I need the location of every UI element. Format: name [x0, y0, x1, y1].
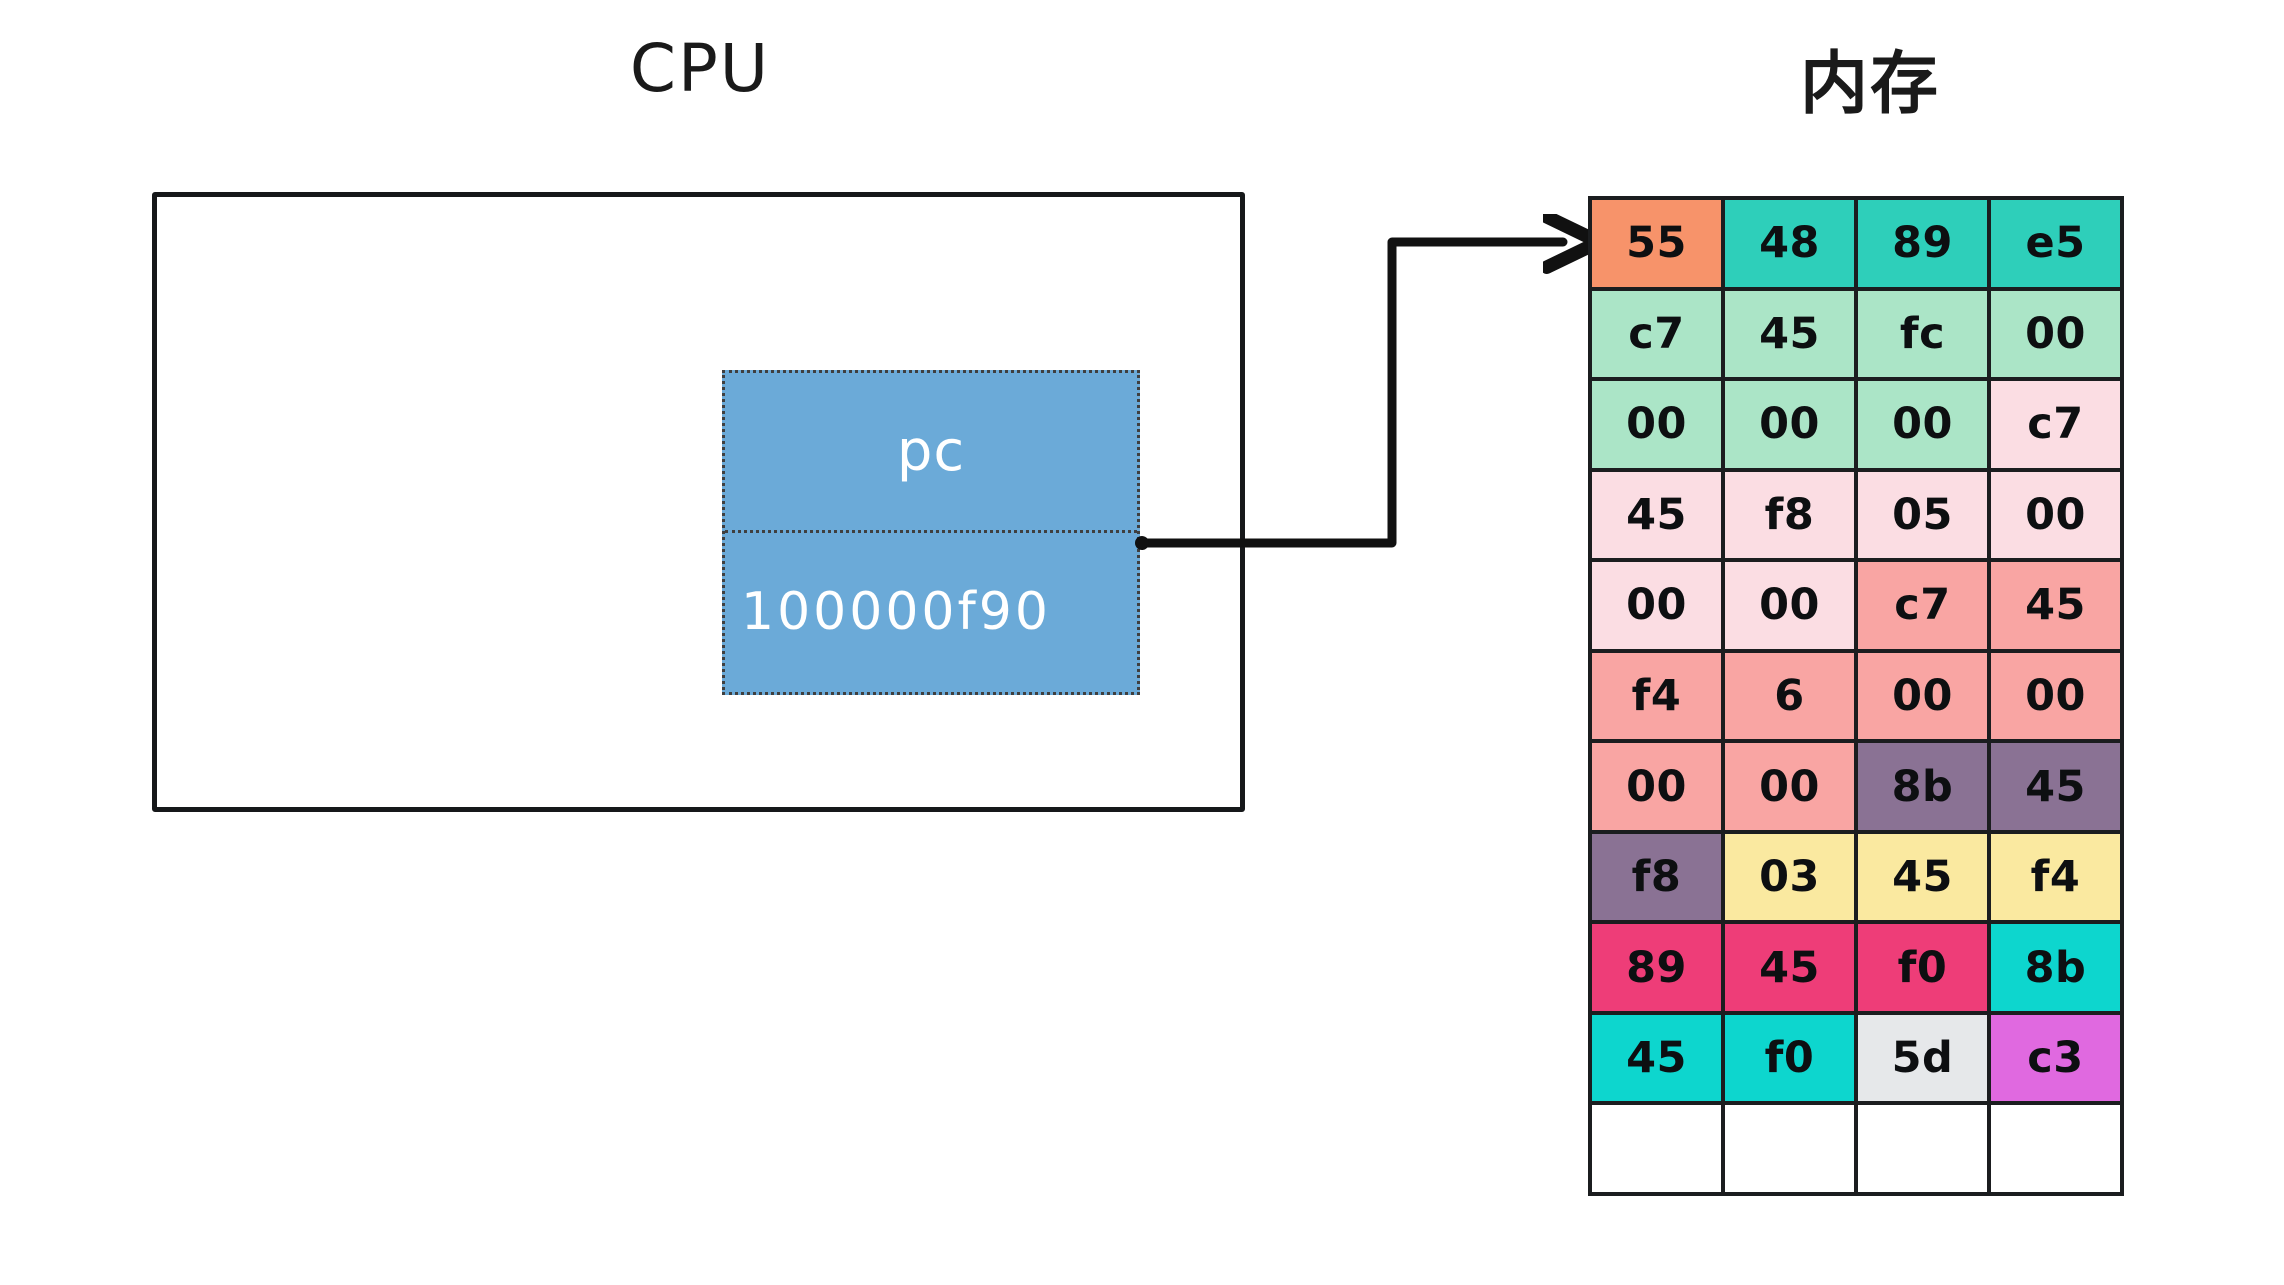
pc-to-memory-arrow-icon [1135, 210, 1620, 550]
memory-cell: 45 [1858, 833, 1991, 925]
memory-cell: 00 [1592, 743, 1725, 834]
memory-cell: 00 [1991, 471, 2124, 563]
memory-cell: 5d [1858, 1014, 1991, 1106]
memory-cell [1991, 1105, 2124, 1196]
memory-cell: 45 [1725, 924, 1858, 1015]
memory-cell: 45 [1991, 562, 2124, 653]
memory-cell: f4 [1592, 652, 1725, 744]
memory-title: 内存 [1799, 45, 1940, 124]
memory-cell: 45 [1592, 1014, 1725, 1106]
memory-cell: 00 [1592, 381, 1725, 472]
memory-cell: 00 [1725, 743, 1858, 834]
memory-cell: 00 [1725, 562, 1858, 653]
memory-cell: 48 [1725, 200, 1858, 291]
memory-cell: f8 [1725, 471, 1858, 563]
memory-cell: 45 [1991, 743, 2124, 834]
memory-cell: 45 [1725, 290, 1858, 382]
memory-cell [1592, 1105, 1725, 1196]
memory-cell: e5 [1991, 200, 2124, 291]
memory-cell: 00 [1858, 652, 1991, 744]
memory-cell: c7 [1858, 562, 1991, 653]
pc-register-value-label: 100000f90 [741, 582, 1051, 643]
memory-cell: f0 [1725, 1014, 1858, 1106]
cpu-title: CPU [629, 30, 771, 107]
memory-cell: 8b [1858, 743, 1991, 834]
memory-cell: 00 [1991, 652, 2124, 744]
memory-cell: 55 [1592, 200, 1725, 291]
memory-cell: 03 [1725, 833, 1858, 925]
pc-register-name-label: pc [896, 418, 966, 484]
memory-cell: 05 [1858, 471, 1991, 563]
memory-cell [1725, 1105, 1858, 1196]
memory-cell: 6 [1725, 652, 1858, 744]
memory-cell: f4 [1991, 833, 2124, 925]
memory-cell: 00 [1991, 290, 2124, 382]
memory-cell: c7 [1592, 290, 1725, 382]
memory-cell: 8b [1991, 924, 2124, 1015]
memory-cell: fc [1858, 290, 1991, 382]
pc-register-name-cell: pc [725, 373, 1137, 533]
memory-cell: 00 [1725, 381, 1858, 472]
memory-cell: 89 [1592, 924, 1725, 1015]
memory-cell: f0 [1858, 924, 1991, 1015]
memory-cell: 00 [1858, 381, 1991, 472]
memory-cell: c7 [1991, 381, 2124, 472]
memory-cell [1858, 1105, 1991, 1196]
pc-register-box[interactable]: pc 100000f90 [722, 370, 1140, 695]
pc-register-value-cell: 100000f90 [725, 533, 1137, 693]
memory-cell: 00 [1592, 562, 1725, 653]
memory-cell: 89 [1858, 200, 1991, 291]
memory-cell: 45 [1592, 471, 1725, 563]
memory-cell: f8 [1592, 833, 1725, 925]
memory-cell: c3 [1991, 1014, 2124, 1106]
